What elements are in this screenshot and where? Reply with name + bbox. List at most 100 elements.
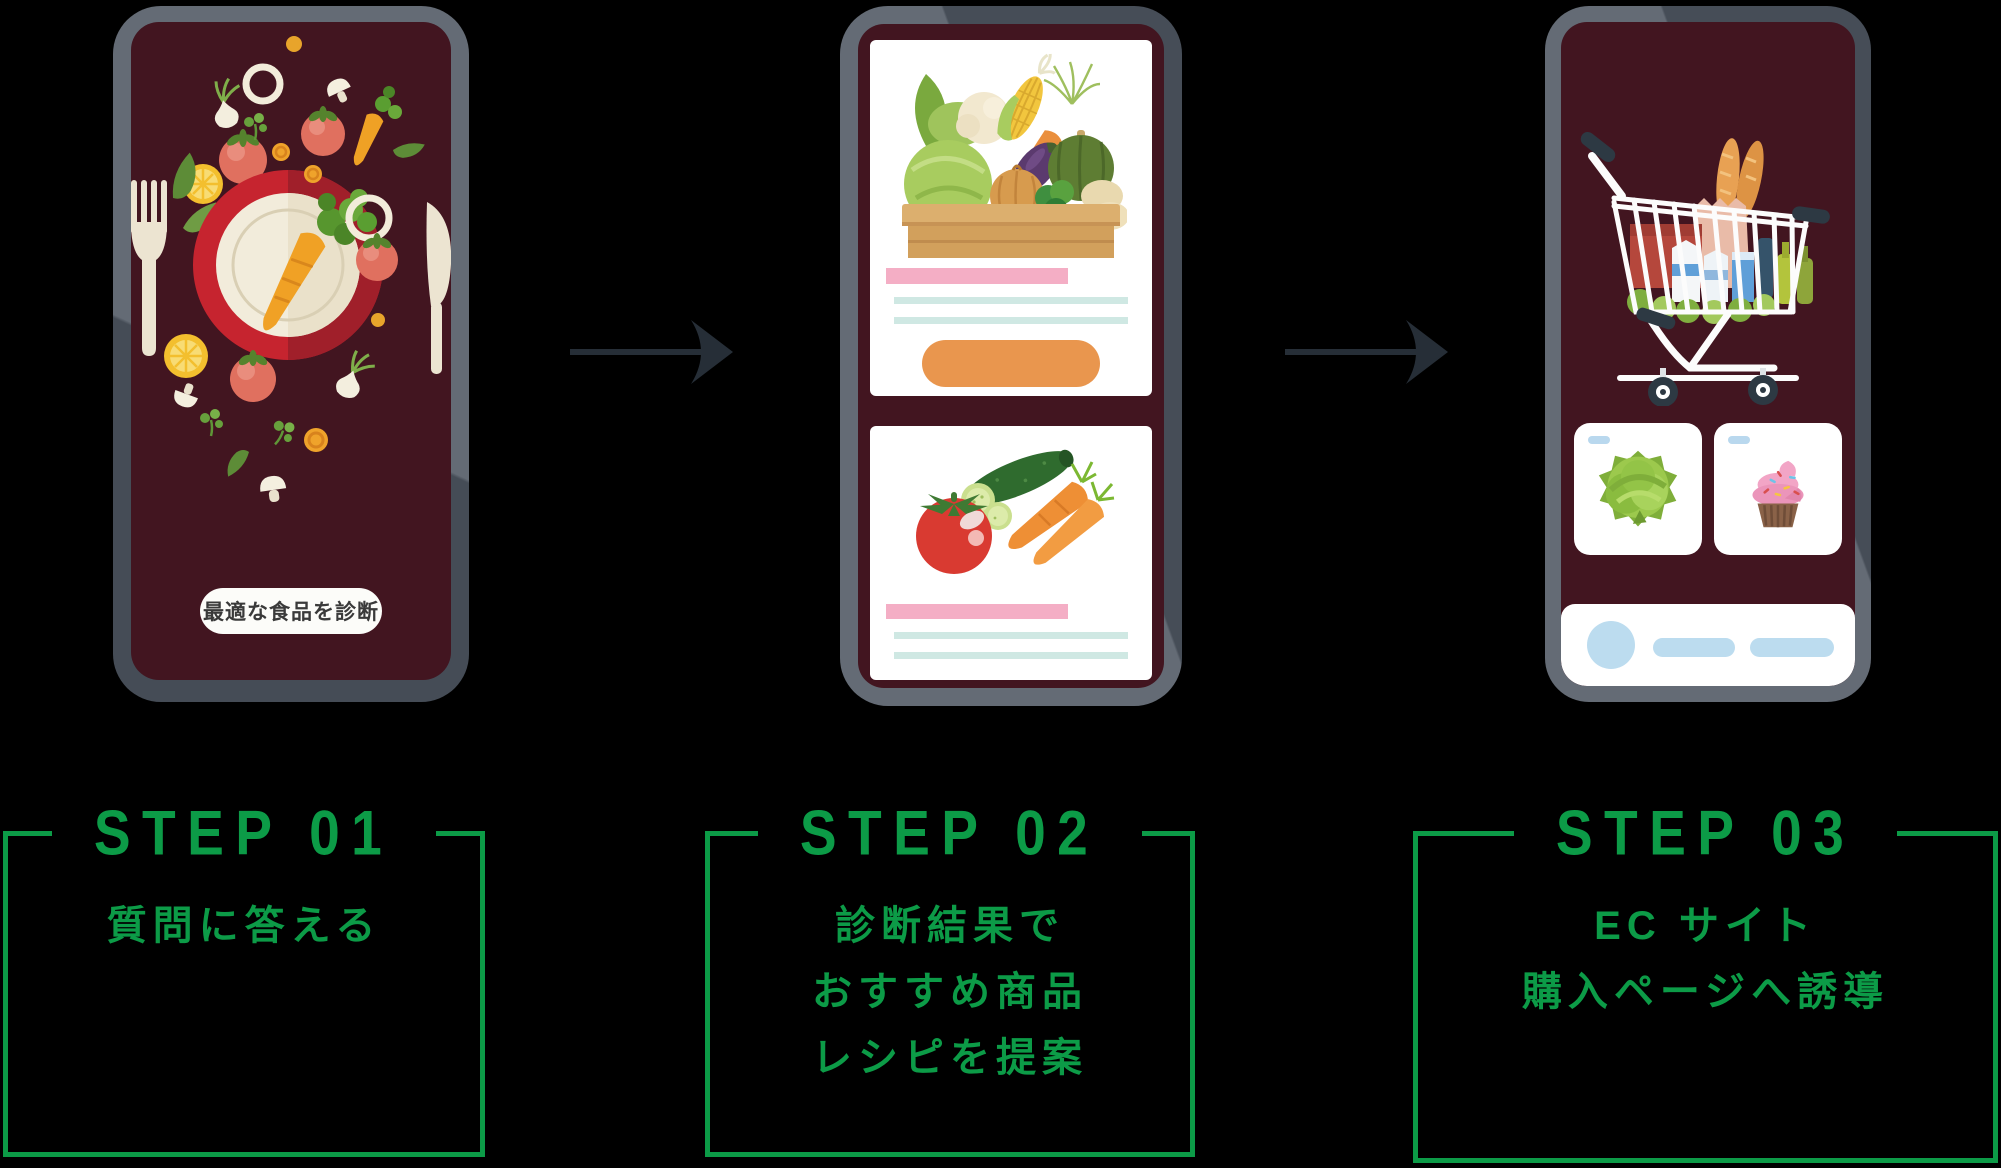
- onion-ring-icon: [242, 63, 284, 105]
- parsley-icon: [200, 409, 223, 437]
- phone3-screen: [1561, 22, 1855, 686]
- step3-box: STEP 03 EC サイト 購入ページへ誘導: [1413, 798, 1999, 1163]
- mushroom-icon: [260, 475, 287, 503]
- fresh-vegetables-illustration: [916, 449, 1115, 574]
- arrow-right-icon: [570, 320, 733, 384]
- step2-description: 診断結果で おすすめ商品 レシピを提案: [710, 833, 1190, 1091]
- cart-grip: [1792, 206, 1830, 224]
- product-card-vegetable[interactable]: [1574, 423, 1702, 555]
- fork-icon: [131, 180, 167, 356]
- tomato-icon: [356, 233, 398, 281]
- baguette-icon: [1716, 138, 1764, 220]
- step2-line3: レシピを提案: [812, 1036, 1088, 1080]
- text-placeholder-line: [894, 297, 1128, 304]
- text-placeholder-line: [894, 632, 1128, 639]
- onion-ring-icon: [345, 194, 393, 242]
- leaf-icon: [393, 143, 425, 158]
- step2-label: STEP 02: [800, 797, 1100, 869]
- cabbage-icon: [1598, 450, 1678, 527]
- onion-icon: [336, 350, 375, 398]
- step2-box: STEP 02 診断結果で おすすめ商品 レシピを提案: [705, 798, 1196, 1157]
- step-head-line: [705, 830, 759, 836]
- label-chip: [1728, 436, 1750, 444]
- step2-line1: 診断結果で: [835, 904, 1065, 948]
- carrot-icon: [353, 113, 384, 166]
- phone2-screen: [858, 24, 1164, 688]
- wine-bottle-icon: [1777, 242, 1813, 304]
- tomato-icon: [301, 106, 345, 156]
- food-plate-illustration: [131, 36, 451, 503]
- step-head-line: [1141, 830, 1196, 836]
- step3-line1: EC サイト: [1594, 904, 1817, 948]
- text-placeholder-pill: [1750, 638, 1834, 657]
- text-placeholder-bar: [886, 268, 1068, 284]
- leaf-icon: [227, 449, 249, 477]
- vegetable-box-illustration: [902, 53, 1127, 258]
- arrow-right-icon: [1285, 320, 1448, 384]
- cauliflower-icon: [928, 92, 1010, 146]
- text-placeholder-line: [894, 652, 1128, 659]
- vegetable-crate-icon: [902, 204, 1120, 258]
- mushroom-icon: [174, 383, 198, 408]
- step3-header: STEP 03: [1413, 796, 1999, 870]
- shopping-cart-illustration: [1580, 131, 1830, 406]
- carrot-icon: [1008, 461, 1115, 565]
- text-placeholder-bar: [886, 604, 1068, 619]
- dot-icon: [286, 36, 302, 52]
- shopping-cart-icon: [1588, 152, 1809, 381]
- lemon-slice-icon: [164, 334, 208, 378]
- step2-line2: おすすめ商品: [812, 970, 1088, 1014]
- parsley-icon: [273, 420, 295, 446]
- phone-step1: 最適な食品を診断: [113, 6, 469, 702]
- diagnose-button[interactable]: 最適な食品を診断: [200, 588, 382, 634]
- step1-box: STEP 01 質問に答える: [3, 798, 486, 1157]
- tomato-icon: [219, 129, 267, 184]
- step-head-line: [1897, 830, 1999, 836]
- dark-bottle-icon: [1758, 238, 1773, 298]
- step-head-line: [3, 830, 53, 836]
- label-chip: [1588, 436, 1610, 444]
- carrot-slice-icon: [272, 143, 290, 161]
- step1-description: 質問に答える: [8, 833, 480, 959]
- tomato-icon: [230, 350, 276, 402]
- carrot-greens-icon: [1043, 61, 1101, 105]
- carrot-greens-icon: [375, 86, 402, 119]
- bottom-bar: [1561, 604, 1855, 686]
- dot-icon: [371, 313, 385, 327]
- cupcake-icon: [1752, 460, 1804, 528]
- text-placeholder-line: [894, 317, 1128, 324]
- cta-button[interactable]: [922, 340, 1100, 387]
- result-card: [870, 40, 1152, 396]
- corn-icon: [997, 53, 1056, 141]
- step-head-line: [1413, 830, 1514, 836]
- cart-wheel-icon: [1648, 368, 1778, 406]
- cart-joint: [1636, 307, 1676, 330]
- diagnose-button-label: 最適な食品を診断: [203, 601, 379, 624]
- step3-description: EC サイト 購入ページへ誘導: [1418, 833, 1993, 1025]
- mushroom-icon: [327, 78, 351, 103]
- text-placeholder-pill: [1653, 638, 1735, 657]
- onion-icon: [214, 77, 241, 128]
- step-head-line: [435, 830, 486, 836]
- phone-step2: [840, 6, 1182, 706]
- product-card-sweets[interactable]: [1714, 423, 1842, 555]
- lemon-slice-icon: [183, 164, 223, 204]
- sprinkles: [1763, 470, 1800, 497]
- carrot-slice-icon: [304, 428, 328, 452]
- parsley-icon: [244, 113, 267, 141]
- step1-header: STEP 01: [3, 796, 486, 870]
- phone1-screen: 最適な食品を診断: [131, 22, 451, 680]
- carrot-slice-icon: [304, 165, 322, 183]
- step3-line2: 購入ページへ誘導: [1521, 970, 1890, 1014]
- step2-header: STEP 02: [705, 796, 1196, 870]
- phone-step3: [1545, 6, 1871, 702]
- carrot-icon: [263, 189, 377, 331]
- step3-label: STEP 03: [1555, 797, 1856, 869]
- tomato-icon: [916, 492, 992, 574]
- recipe-card: [870, 426, 1152, 680]
- knife-icon: [426, 202, 451, 374]
- cart-grip: [1580, 131, 1616, 163]
- step1-line1: 質問に答える: [106, 904, 382, 948]
- leaf-icon: [172, 152, 217, 233]
